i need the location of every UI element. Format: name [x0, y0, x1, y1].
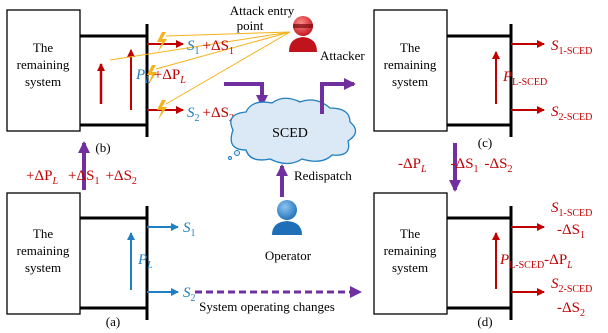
remaining-system-box [373, 9, 448, 132]
operator-label: Operator [265, 248, 312, 263]
box-line: remaining [17, 57, 70, 72]
attack-line [155, 31, 291, 70]
box-line: system [392, 260, 428, 275]
s1-sced-label: S1-SCED [551, 200, 592, 219]
box-line: system [392, 74, 428, 89]
box-line: The [400, 226, 420, 241]
pl-sced-label: PL-SCED-ΔPL [499, 252, 573, 271]
s1-delta-label: -ΔS1 [557, 222, 585, 241]
panel-b: The remaining system S1+ΔS1 PL+ΔPL S2+ΔS… [6, 9, 291, 155]
s1-modified-label: S1+ΔS1 [187, 38, 234, 57]
panel-label: (a) [106, 314, 120, 329]
pl-label: PL [137, 252, 153, 271]
transition-label: +ΔPL+ΔS1+ΔS2 [26, 168, 137, 187]
s2-delta-label: -ΔS2 [557, 300, 585, 319]
lightning-icon [147, 65, 157, 85]
box-line: system [25, 260, 61, 275]
attack-entry-label: point [237, 18, 264, 33]
box-line: system [25, 74, 61, 89]
box-line: The [33, 226, 53, 241]
box-line: remaining [384, 243, 437, 258]
remaining-system-box [6, 192, 81, 315]
redispatch-label: Redispatch [294, 168, 352, 183]
panel-d: The remaining system S1-SCED -ΔS1 PL-SCE… [373, 192, 592, 329]
lightning-icon [157, 32, 167, 52]
box-line: remaining [17, 243, 70, 258]
sced-label: SCED [272, 126, 308, 141]
system-changes-label: System operating changes [199, 299, 335, 314]
s2-sced-label: S2-SCED [551, 104, 592, 123]
s1-sced-label: S1-SCED [551, 38, 592, 57]
panel-a: The remaining system S1 PL S2 (a) [6, 192, 196, 329]
s2-modified-label: S2+ΔS2 [187, 105, 234, 124]
s2-sced-label: S2-SCED [551, 276, 592, 295]
sced-cloud [228, 97, 357, 165]
remaining-system-box [373, 192, 448, 315]
attack-line [165, 31, 291, 37]
panel-label: (d) [477, 314, 492, 329]
lightning-icon [157, 100, 167, 120]
pl-sced-label: PL-SCED [502, 69, 547, 88]
attack-entry-label: Attack entry [230, 3, 295, 18]
s2-label: S2 [183, 285, 196, 304]
panel-label: (c) [478, 135, 492, 150]
attacker-icon [289, 16, 317, 52]
remaining-system-box [6, 9, 81, 132]
box-line: The [400, 40, 420, 55]
box-line: remaining [384, 57, 437, 72]
panel-c: The remaining system S1-SCED PL-SCED S2-… [373, 9, 592, 150]
attacker-label: Attacker [320, 48, 365, 63]
transition-label: -ΔPL-ΔS1-ΔS2 [398, 156, 513, 175]
sced-output-arrow [320, 78, 356, 114]
operator-icon [272, 200, 302, 235]
pl-modified-label: PL+ΔPL [135, 67, 186, 86]
attack-line [165, 31, 291, 105]
box-line: The [33, 40, 53, 55]
panel-label: (b) [95, 140, 110, 155]
attack-line [109, 31, 291, 61]
attack-to-sced-arrow [224, 82, 268, 107]
s1-label: S1 [183, 220, 196, 239]
